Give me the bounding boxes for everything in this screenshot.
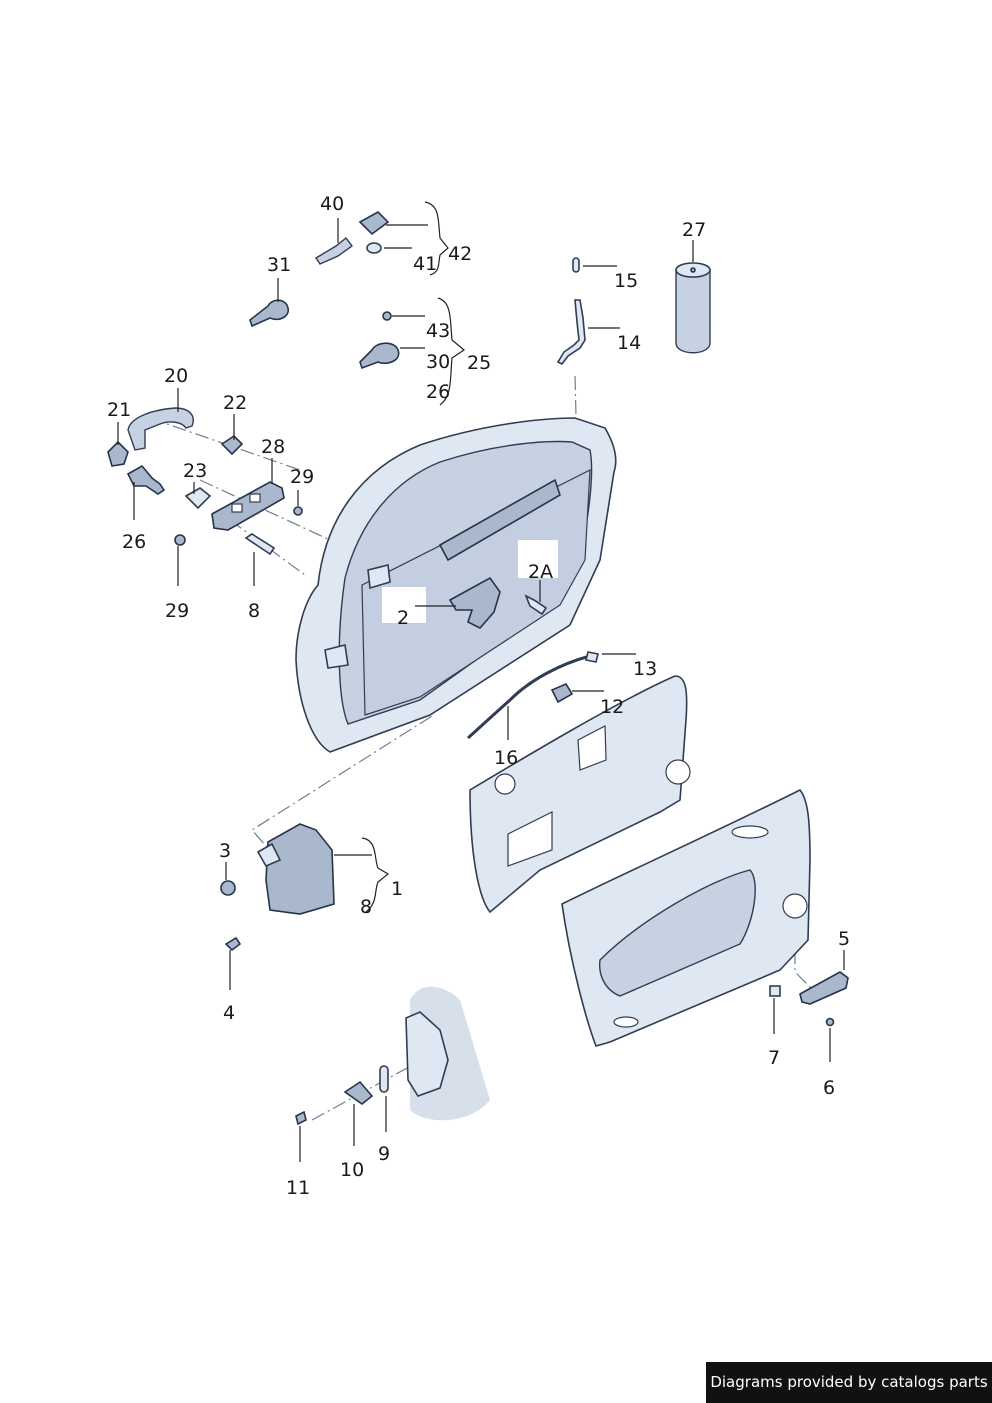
callout-6: 6 [823,1077,835,1099]
callout-2: 2 [397,607,409,629]
release-cable [466,651,599,740]
callout-27: 27 [682,219,706,241]
door-check-area [295,986,490,1126]
callout-29-bottom: 29 [165,600,189,622]
callout-41: 41 [413,253,437,275]
callout-7: 7 [768,1047,780,1069]
callout-15: 15 [614,270,638,292]
callout-5: 5 [838,928,850,950]
key-parts [249,211,400,370]
callout-20: 20 [164,365,188,387]
callout-26-left: 26 [122,531,146,553]
callout-21: 21 [107,399,131,421]
door-carrier-panel [469,675,691,914]
cylinder-can [675,262,711,354]
callout-16: 16 [494,747,518,769]
callout-9: 9 [378,1143,390,1165]
callout-12: 12 [600,696,624,718]
callout-8-lock: 8 [360,896,372,918]
lock-rod [556,257,586,366]
credit-banner: Diagrams provided by catalogs parts [706,1362,992,1403]
callout-31: 31 [267,254,291,276]
callout-26-top: 26 [426,381,450,403]
callout-3: 3 [219,840,231,862]
callout-1: 1 [391,878,403,900]
callout-4: 4 [223,1002,235,1024]
callout-23: 23 [183,460,207,482]
callout-11: 11 [286,1177,310,1199]
callout-30: 30 [426,351,450,373]
door-lock-unit [220,823,335,952]
callout-labels: 40 42 41 31 43 30 25 26 27 15 14 20 21 2… [107,193,850,1199]
callout-25: 25 [467,352,491,374]
inner-release-handle [382,540,558,629]
callout-42: 42 [448,243,472,265]
leader-lines [117,201,845,1162]
callout-28: 28 [261,436,285,458]
callout-10: 10 [340,1159,364,1181]
door-shell [295,417,617,753]
callout-22: 22 [223,392,247,414]
callout-43: 43 [426,320,450,342]
inner-handle-parts [769,971,849,1027]
callout-13: 13 [633,658,657,680]
callout-8-left: 8 [248,600,260,622]
callout-40: 40 [320,193,344,215]
callout-2A: 2A [528,561,553,583]
callout-29-top: 29 [290,466,314,488]
callout-14: 14 [617,332,641,354]
outer-handle-parts [107,407,303,556]
door-trim-panel [561,788,811,1047]
